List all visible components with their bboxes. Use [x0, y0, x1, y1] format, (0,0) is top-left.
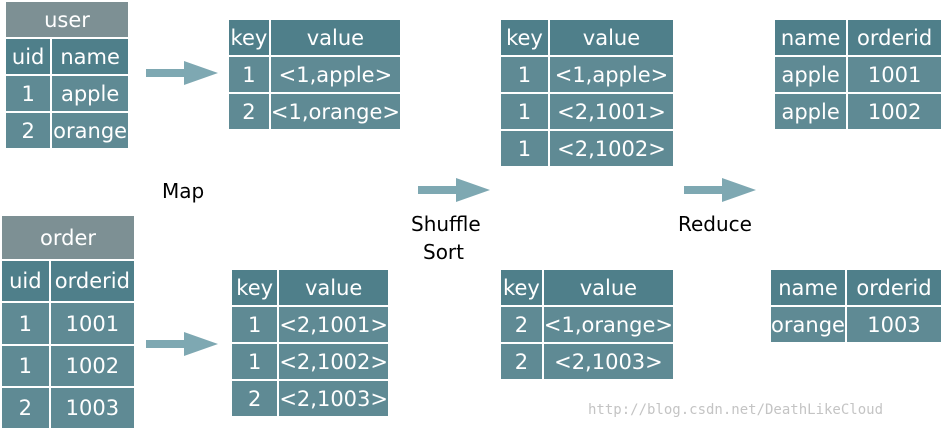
map-top-cell: <1,orange>: [268, 92, 403, 131]
user-header-uid: uid: [3, 37, 53, 76]
shuffle-top-header-value: value: [547, 18, 676, 57]
reduce-top-cell: 1002: [846, 92, 943, 131]
user-cell: apple: [50, 74, 130, 113]
reduce-output-top-table: name orderid apple 1001 apple 1002: [772, 18, 943, 131]
user-cell: 1: [3, 74, 53, 113]
reduce-bottom-cell: orange: [769, 305, 847, 344]
reduce-bottom-cell: 1003: [844, 305, 944, 344]
shuffle-output-bottom-table: key value 2 <1,orange> 2 <2,1003>: [499, 268, 676, 381]
sort-label: Sort: [423, 240, 464, 264]
order-header-uid: uid: [0, 259, 51, 303]
map-top-arrow: [146, 61, 218, 85]
shuffle-bottom-header-value: value: [541, 268, 676, 307]
reduce-arrow: [684, 178, 756, 202]
shuffle-bottom-cell: 2: [499, 305, 544, 344]
map-top-cell: 2: [227, 92, 271, 131]
user-table-title: user: [4, 0, 130, 39]
reduce-top-cell: apple: [772, 92, 849, 131]
shuffle-top-cell: <2,1001>: [547, 92, 676, 131]
shuffle-top-cell: 1: [499, 55, 550, 94]
map-output-bottom-table: key value 1 <2,1001> 1 <2,1002> 2 <2,100…: [229, 268, 390, 418]
map-top-header-value: value: [268, 18, 403, 57]
map-bottom-cell: 1: [229, 342, 280, 381]
map-output-top-table: key value 1 <1,apple> 2 <1,orange>: [227, 18, 403, 131]
reduce-bottom-header-orderid: orderid: [844, 268, 944, 307]
map-bottom-cell: <2,1001>: [277, 305, 390, 344]
order-cell: 1003: [48, 386, 137, 430]
shuffle-top-cell: <1,apple>: [547, 55, 676, 94]
shuffle-top-cell: 1: [499, 129, 550, 168]
user-header-name: name: [50, 37, 130, 76]
shuffle-top-cell: 1: [499, 92, 550, 131]
order-table: order uid orderid 1 1001 1 1002 2 1003: [0, 214, 137, 430]
watermark: http://blog.csdn.net/DeathLikeCloud: [588, 402, 884, 418]
reduce-top-header-orderid: orderid: [846, 18, 943, 57]
user-cell: orange: [50, 111, 130, 150]
map-bottom-arrow: [146, 332, 218, 356]
map-bottom-cell: <2,1003>: [277, 379, 390, 418]
shuffle-bottom-cell: <1,orange>: [541, 305, 676, 344]
user-cell: 2: [3, 111, 53, 150]
reduce-label: Reduce: [678, 212, 752, 236]
shuffle-top-cell: <2,1002>: [547, 129, 676, 168]
reduce-bottom-header-name: name: [769, 268, 847, 307]
order-header-orderid: orderid: [48, 259, 137, 303]
shuffle-bottom-cell: <2,1003>: [541, 342, 676, 381]
map-bottom-header-value: value: [277, 268, 390, 307]
reduce-top-header-name: name: [772, 18, 849, 57]
map-top-cell: <1,apple>: [268, 55, 403, 94]
map-bottom-cell: <2,1002>: [277, 342, 390, 381]
shuffle-label: Shuffle: [411, 212, 481, 236]
order-cell: 1001: [48, 301, 137, 346]
order-cell: 2: [0, 386, 51, 430]
shuffle-output-top-table: key value 1 <1,apple> 1 <2,1001> 1 <2,10…: [499, 18, 676, 168]
shuffle-top-header-key: key: [499, 18, 550, 57]
order-table-title: order: [0, 214, 136, 261]
shuffle-bottom-cell: 2: [499, 342, 544, 381]
map-bottom-cell: 1: [229, 305, 280, 344]
reduce-output-bottom-table: name orderid orange 1003: [769, 268, 944, 344]
map-bottom-cell: 2: [229, 379, 280, 418]
reduce-top-cell: apple: [772, 55, 849, 94]
shuffle-arrow: [418, 178, 490, 202]
map-top-cell: 1: [227, 55, 271, 94]
reduce-top-cell: 1001: [846, 55, 943, 94]
order-cell: 1: [0, 344, 51, 388]
user-table: user uid name 1 apple 2 orange: [3, 0, 130, 150]
map-bottom-header-key: key: [229, 268, 280, 307]
order-cell: 1002: [48, 344, 137, 388]
map-top-header-key: key: [227, 18, 271, 57]
shuffle-bottom-header-key: key: [499, 268, 544, 307]
order-cell: 1: [0, 301, 51, 346]
map-label: Map: [162, 179, 205, 203]
